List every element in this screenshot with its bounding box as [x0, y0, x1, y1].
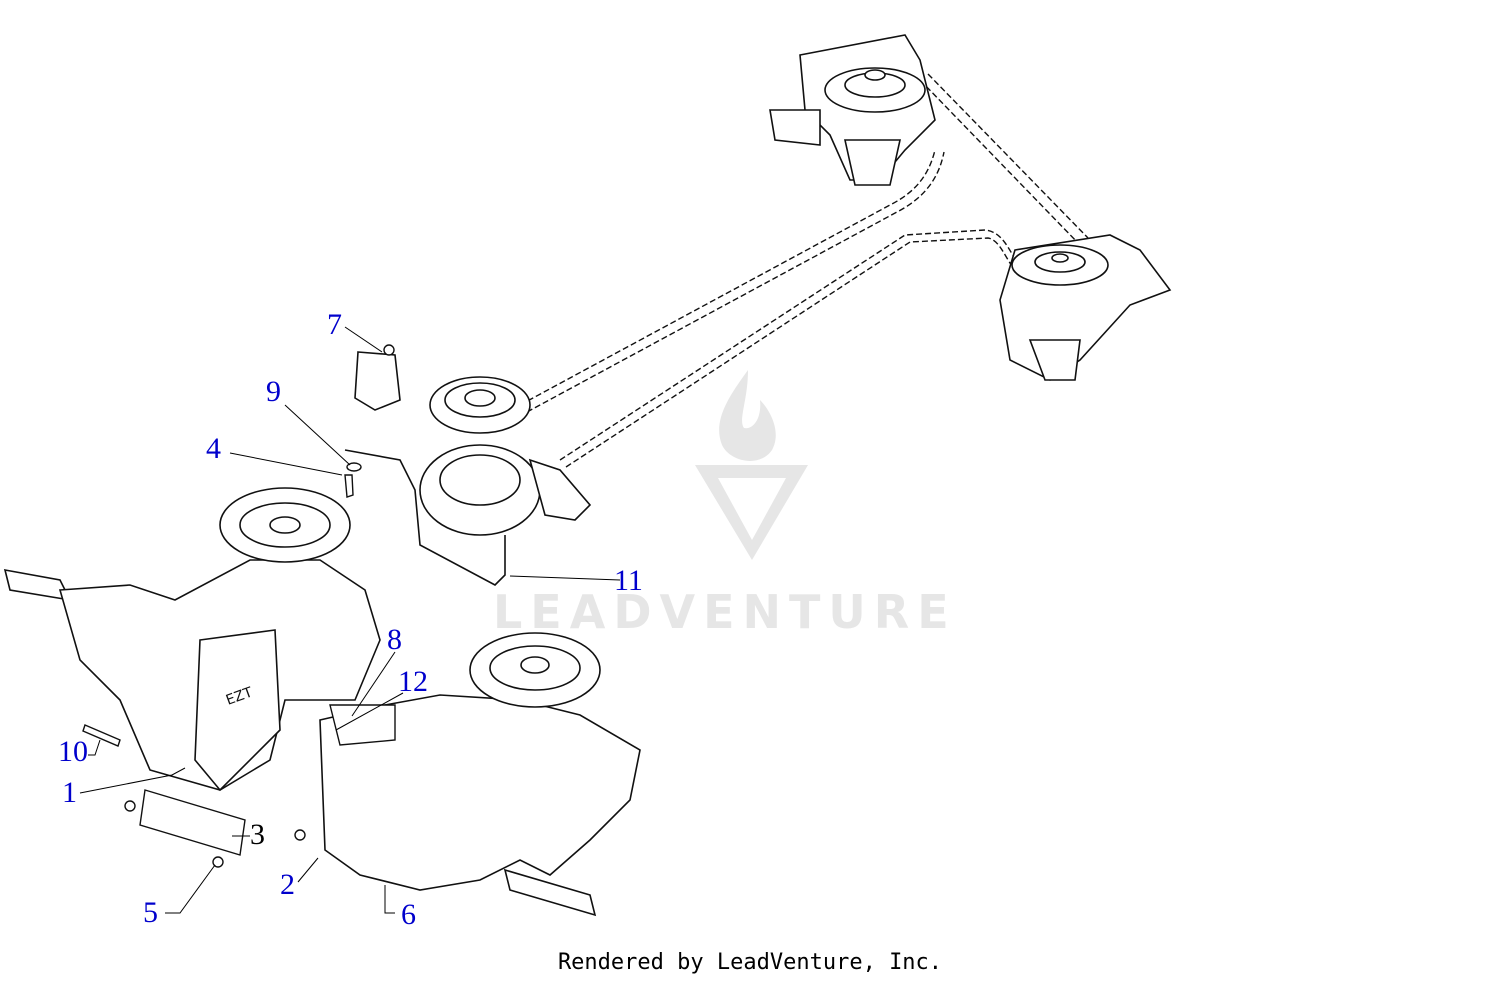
- callout-8[interactable]: 8: [387, 623, 402, 656]
- callout-9[interactable]: 9: [266, 375, 281, 408]
- callout-4[interactable]: 4: [206, 432, 221, 465]
- callout-11[interactable]: 11: [614, 564, 643, 597]
- watermark-logo: [695, 370, 808, 560]
- left-spindle-housing: [1000, 235, 1170, 380]
- right-transmission: [320, 633, 640, 915]
- callout-1[interactable]: 1: [62, 776, 77, 809]
- callout-10[interactable]: 10: [58, 735, 88, 768]
- idler-pulley-assembly: [345, 352, 590, 585]
- callout-7[interactable]: 7: [327, 308, 342, 341]
- footer-credit: Rendered by LeadVenture, Inc.: [557, 950, 943, 975]
- callout-3[interactable]: 3: [250, 818, 265, 851]
- callout-12[interactable]: 12: [398, 665, 428, 698]
- callout-2[interactable]: 2: [280, 868, 295, 901]
- right-spindle-housing: [770, 35, 935, 185]
- callout-6[interactable]: 6: [401, 898, 416, 931]
- callout-5[interactable]: 5: [143, 896, 158, 929]
- left-transmission: EZT: [5, 488, 380, 790]
- leader-lines: [80, 327, 620, 913]
- watermark-text: LEADVENTURE: [493, 585, 957, 639]
- small-hardware: [83, 345, 395, 867]
